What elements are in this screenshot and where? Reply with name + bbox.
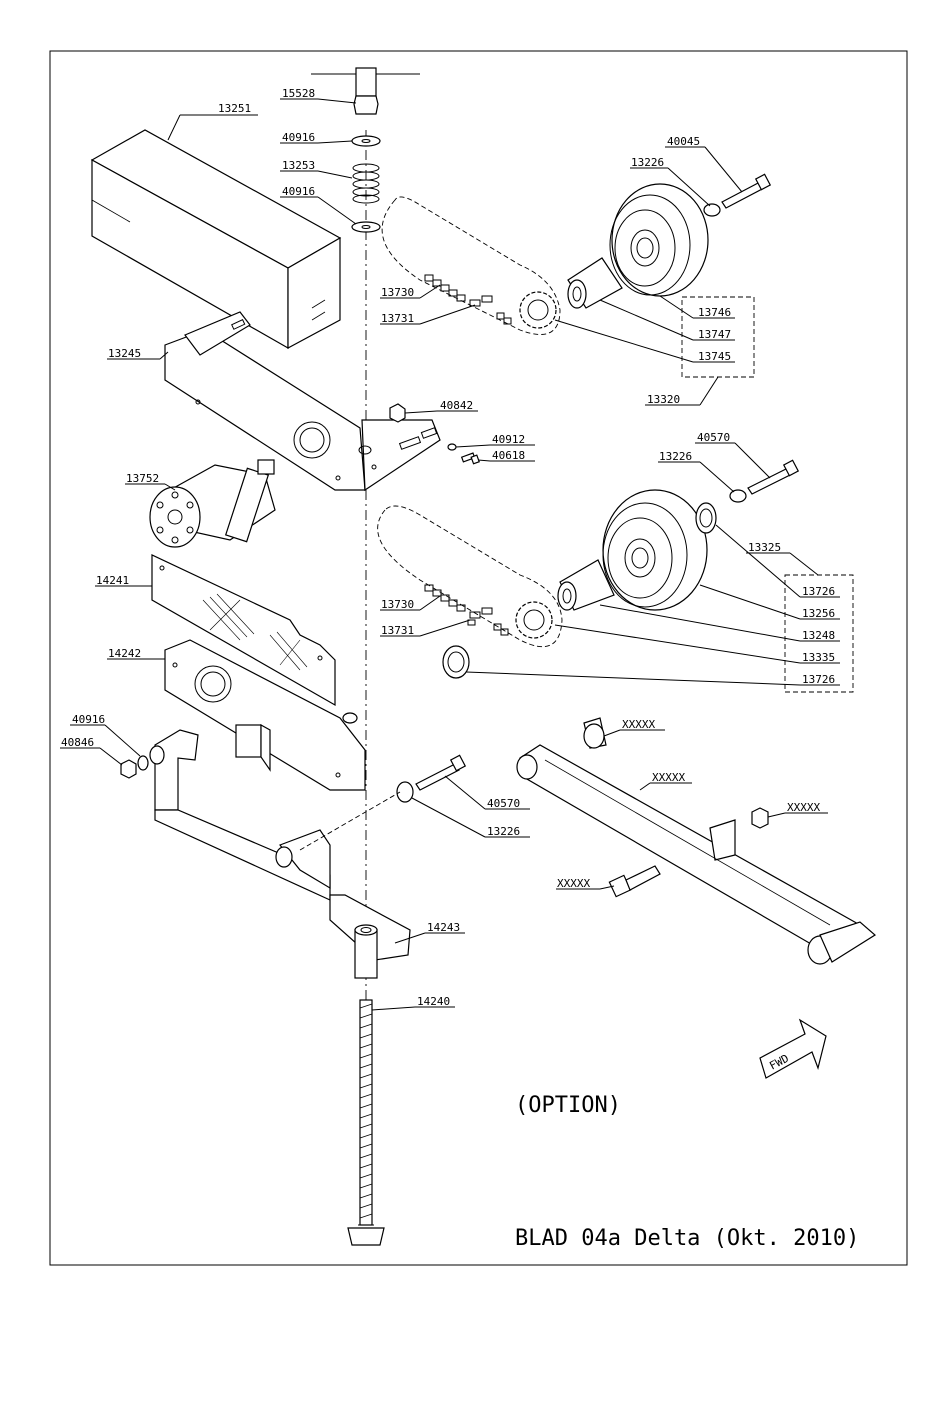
part-label: XXXXX [557, 877, 590, 890]
bolt-part [748, 460, 798, 494]
part-label: 40846 [61, 736, 94, 749]
part-label: 13335 [802, 651, 835, 664]
part-label: 40916 [282, 131, 315, 144]
hydraulic-motor-part [150, 460, 275, 547]
part-label: 13752 [126, 472, 159, 485]
option-note: (OPTION) [515, 1093, 621, 1118]
chain-link-part [470, 296, 511, 324]
part-label: 13251 [218, 102, 251, 115]
part-label: 40570 [697, 431, 730, 444]
nut-part [121, 760, 136, 778]
part-label: 40618 [492, 449, 525, 462]
forward-arrow-icon: FWD [760, 1020, 826, 1078]
part-label: 13726 [802, 585, 835, 598]
part-label: 13226 [487, 825, 520, 838]
part-label: 13730 [381, 598, 414, 611]
washer-part [704, 204, 720, 216]
option-bolt-part [609, 866, 660, 897]
part-label: 13256 [802, 607, 835, 620]
part-label: 13320 [647, 393, 680, 406]
part-label: 13746 [698, 306, 731, 319]
chain-link-part [468, 608, 508, 635]
part-label: 14243 [427, 921, 460, 934]
option-nut-part [752, 808, 768, 828]
part-label: 13745 [698, 350, 731, 363]
wheel-part [610, 184, 708, 296]
wheel-part [603, 490, 707, 610]
washer-part [138, 756, 148, 770]
sprocket-part [520, 292, 556, 328]
part-label: 13248 [802, 629, 835, 642]
screw-part [462, 453, 480, 464]
option-bushing-part [584, 718, 606, 748]
part-label: XXXXX [622, 718, 655, 731]
bushing-part [150, 746, 164, 764]
part-label: 13726 [802, 673, 835, 686]
part-label: 13325 [748, 541, 781, 554]
part-label: 40045 [667, 135, 700, 148]
part-label: 13731 [381, 312, 414, 325]
part-label: 15528 [282, 87, 315, 100]
part-label: 13731 [381, 624, 414, 637]
bolt-part [722, 174, 770, 208]
part-label: 14242 [108, 647, 141, 660]
part-label: 13253 [282, 159, 315, 172]
washer-part [352, 222, 380, 232]
frame-arm-part [155, 730, 410, 978]
washer-part [448, 444, 456, 450]
part-label: 13226 [659, 450, 692, 463]
part-label: 13747 [698, 328, 731, 341]
part-label: 40912 [492, 433, 525, 446]
chain-part [425, 275, 465, 301]
chain-part [425, 585, 465, 611]
part-label: 13730 [381, 286, 414, 299]
part-label: 14240 [417, 995, 450, 1008]
part-label: 40916 [282, 185, 315, 198]
part-label: 13226 [631, 156, 664, 169]
part-label: 40916 [72, 713, 105, 726]
bolt-part [416, 755, 465, 790]
washer-part [730, 490, 746, 502]
part-label: 14241 [96, 574, 129, 587]
part-label: XXXXX [787, 801, 820, 814]
nut-part [390, 404, 405, 422]
part-label: XXXXX [652, 771, 685, 784]
washer-part [352, 136, 380, 146]
sprocket-part [516, 602, 552, 638]
bearing-part [696, 503, 716, 533]
t-handle-part [311, 68, 420, 114]
part-label: 40842 [440, 399, 473, 412]
option-arm-part [517, 745, 875, 964]
threaded-rod-part [348, 1000, 384, 1245]
part-label: 40570 [487, 797, 520, 810]
sheet-title: BLAD 04a Delta (Okt. 2010) [515, 1226, 859, 1251]
part-label: 13245 [108, 347, 141, 360]
bearing-part [443, 646, 469, 678]
